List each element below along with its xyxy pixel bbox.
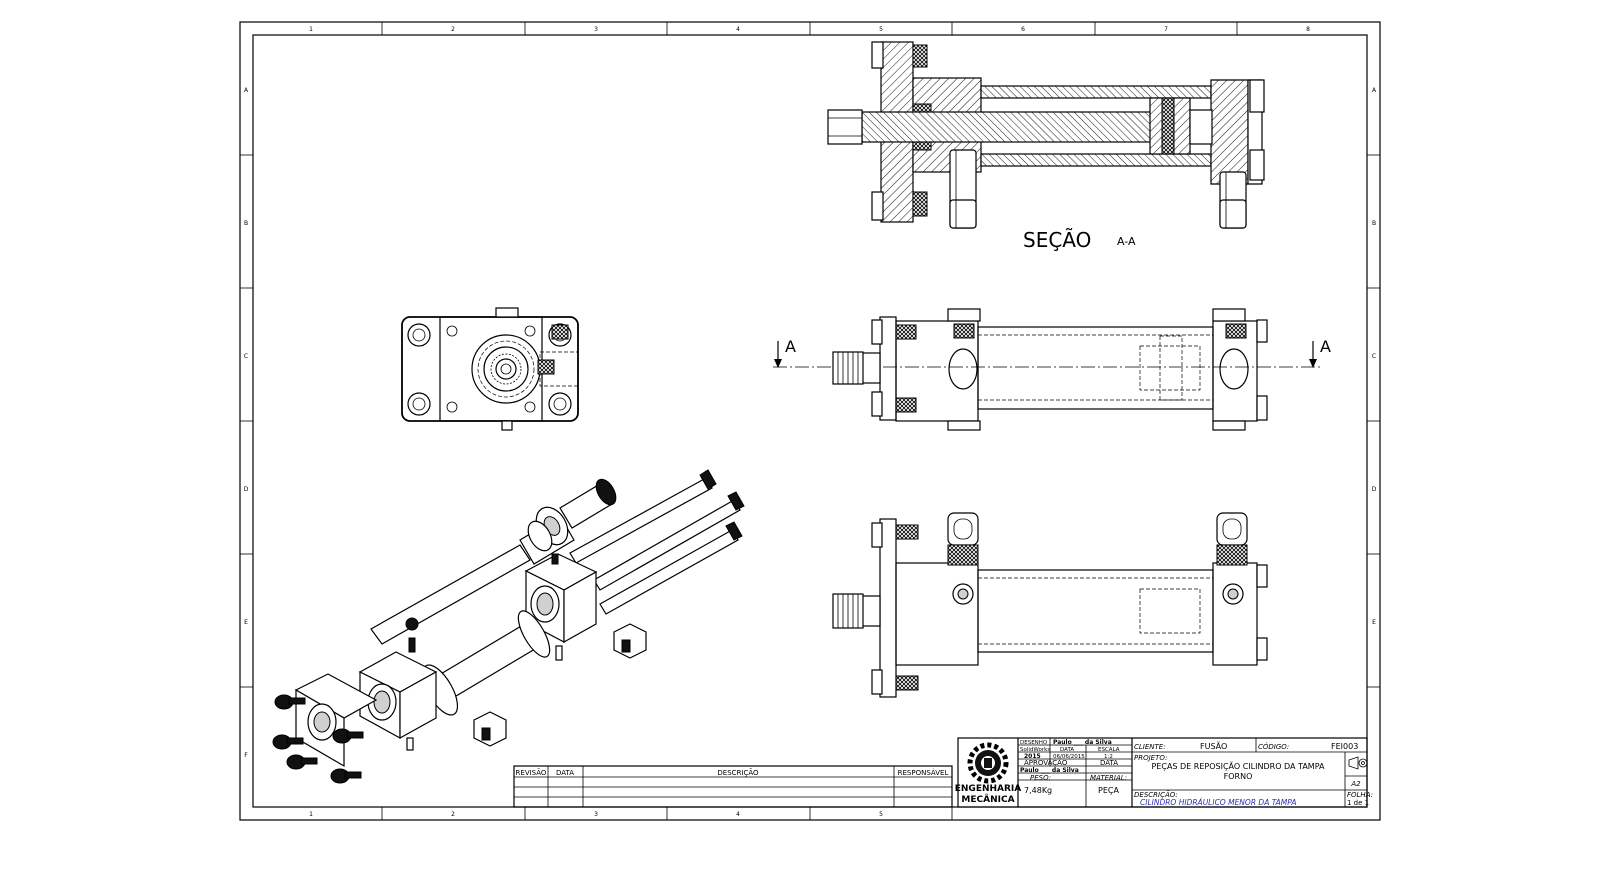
end-view [401,307,579,431]
projeto-value-line1: PEÇAS DE REPOSIÇÃO CILINDRO DA TAMPA [1151,761,1325,771]
section-view-a-a: SEÇÃO A-A [827,41,1265,252]
zone-row-b-right: B [1372,220,1376,227]
zone-row-f-left: F [244,752,248,759]
zone-col-1: 1 [309,26,313,33]
section-id: A-A [1117,235,1136,248]
cut-label-left: A [785,337,796,356]
exploded-view [272,469,745,784]
gear-logo-icon [967,742,1009,784]
zone-col-bottom-2: 2 [451,811,455,818]
peso-label: PESO: [1030,774,1051,782]
zone-col-4: 4 [736,26,740,33]
material-value: PEÇA [1098,786,1119,795]
date-value: 06/06/2015 [1053,754,1085,760]
zone-col-2: 2 [451,26,455,33]
title-block: ENGENHARIA MECÂNICA DESENHO Paulo ___ da… [955,737,1373,808]
zone-row-e-right: E [1372,619,1376,626]
zone-row-e-left: E [244,619,248,626]
zone-col-bottom-3: 3 [594,811,598,818]
projeto-value-line2: FORNO [1224,772,1253,781]
logo-text-line1: ENGENHARIA [955,784,1022,794]
zone-col-8: 8 [1306,26,1310,33]
zone-col-bottom-1: 1 [309,811,313,818]
zone-col-bottom-5: 5 [879,811,883,818]
desenho-label: DESENHO [1020,740,1048,746]
codigo-label: CÓDIGO: [1258,742,1289,751]
aprovacao-data-label: DATA [1100,759,1118,767]
zone-col-5: 5 [879,26,883,33]
zone-col-bottom-4: 4 [736,811,740,818]
revision-table: REVISÃO DATA DESCRIÇÃO RESPONSÁVEL [513,765,953,808]
zone-col-7: 7 [1164,26,1168,33]
zone-row-a-right: A [1372,87,1377,94]
descricao-value: CILINDRO HIDRÁULICO MENOR DA TAMPA [1140,798,1296,807]
material-label: MATERIAL: [1090,774,1127,782]
zone-row-a-left: A [244,87,249,94]
descricao-label: DESCRIÇÃO: [1134,790,1178,799]
cliente-label: CLIENTE: [1134,743,1166,751]
zone-row-d-right: D [1372,486,1377,493]
zone-row-c-right: C [1372,353,1376,360]
front-view [832,512,1268,698]
rev-col-revisao: REVISÃO [516,768,547,777]
cut-label-right: A [1320,337,1331,356]
escala-label: ESCALA [1098,747,1120,753]
projeto-label: PROJETO: [1134,754,1167,762]
folha-value: 1 de 1 [1347,799,1369,807]
zone-row-d-left: D [244,486,249,493]
section-title: SEÇÃO [1023,228,1091,252]
scale-value: 1:2 [1104,754,1113,760]
aprovacao-value: Paulo ___ da Silva [1020,767,1079,774]
zone-col-6: 6 [1021,26,1025,33]
data-label: DATA [1060,747,1074,753]
zone-row-c-left: C [244,353,248,360]
logo-text-line2: MECÂNICA [961,793,1014,805]
aprovacao-label: APROVAÇÃO [1024,758,1068,767]
zone-row-b-left: B [244,220,248,227]
top-view: A A [773,308,1331,431]
year-value: 2015 [1024,753,1041,760]
codigo-value: FEI003 [1331,742,1358,751]
rev-col-descricao: DESCRIÇÃO [717,768,759,777]
desenho-value: Paulo ___ da Silva [1053,739,1112,746]
software-text: SolidWorks [1020,747,1050,753]
zone-col-3: 3 [594,26,598,33]
rev-col-responsavel: RESPONSÁVEL [898,768,949,777]
peso-value: 7,48Kg [1024,786,1052,795]
cliente-value: FUSÃO [1200,741,1227,751]
projection-symbol-icon [1348,756,1368,770]
rev-col-data: DATA [556,769,574,777]
folha-label: FOLHA: [1347,791,1373,799]
format-value: A2 [1350,780,1361,788]
